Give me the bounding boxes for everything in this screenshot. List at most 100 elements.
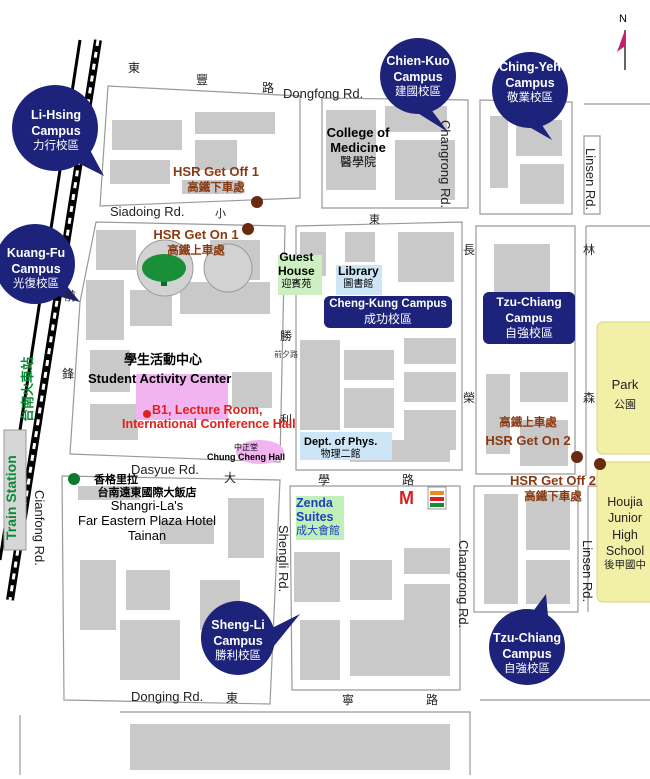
- donging-road-cn-1: 東: [226, 691, 239, 705]
- chung-cheng-hall-cn: 中正堂: [234, 443, 258, 452]
- compass-label: N: [619, 13, 627, 25]
- hotel-en1: Shangri-La's: [110, 498, 184, 514]
- hsr-get-off-1[interactable]: HSR Get Off 1 高鐵下車處: [166, 163, 266, 196]
- hsr-get-on-2[interactable]: 高鐵上車處 HSR Get On 2: [478, 416, 578, 449]
- small-road-cn: 東: [369, 214, 380, 226]
- hsr-get-off-2-cn: 高鐵下車處: [524, 490, 582, 503]
- tzu-chiang-campus-label: Tzu-Chiang Campus: [492, 631, 562, 661]
- siadoing-road-cn: 小: [215, 208, 226, 220]
- park-label: Park 公園: [597, 377, 650, 412]
- hsr-get-on-1-cn: 高鐵上車處: [167, 244, 225, 257]
- li-hsing-campus-label: Li-Hsing Campus: [31, 108, 81, 138]
- college-medicine-cn: 醫學院: [339, 154, 376, 169]
- ching-yeh-campus-bubble[interactable]: Ching-Yeh Campus 敬業校區: [492, 60, 568, 106]
- zenda-line1: Zenda: [296, 496, 333, 510]
- sheng-li-campus-bubble[interactable]: Sheng-Li Campus 勝利校區: [200, 618, 276, 664]
- ching-yeh-campus-cn: 敬業校區: [507, 92, 553, 105]
- dept-phys-en: Dept. of Phys.: [304, 436, 378, 448]
- activity-small-label: 前夕路: [274, 350, 298, 359]
- dongfong-road-cn-2: 豐: [196, 73, 209, 87]
- hotel-en3: Tainan: [127, 528, 167, 544]
- dongfong-road-cn-3: 路: [262, 81, 275, 95]
- guest-house-line1: Guest: [279, 250, 314, 264]
- hotel-cn1: 香格里拉: [94, 474, 138, 486]
- train-station-en: Train Station: [3, 455, 19, 540]
- hsr-get-on-2-label: HSR Get On 2: [485, 432, 571, 448]
- seven-eleven-icon: [427, 486, 447, 510]
- tzu-chiang-campus-cn: 自強校區: [504, 663, 550, 676]
- dept-phys-cn: 物理二館: [320, 448, 361, 460]
- svg-text:M: M: [399, 488, 414, 508]
- hsr-get-on-2-cn: 高鐵上車處: [499, 417, 557, 429]
- zenda-suites-label: Zenda Suites 成大會館: [296, 496, 340, 537]
- tzu-chiang-box-line1: Tzu-Chiang: [496, 295, 562, 309]
- houjia-line1: Houjia: [607, 495, 643, 509]
- hsr-get-off-1-label: HSR Get Off 1: [173, 164, 259, 179]
- dongfong-road-cn-1: 東: [128, 61, 141, 75]
- dasyue-road-cn-2: 學: [318, 473, 331, 487]
- shengli-road-cn-2: 利: [280, 413, 293, 427]
- linsen-road-cn-2: 森: [583, 391, 596, 405]
- dasyue-road-cn-1: 大: [224, 471, 237, 485]
- hsr-get-on-1-label: HSR Get On 1: [153, 227, 239, 242]
- north-arrow-icon: [617, 30, 626, 70]
- dasyue-road-label: Dasyue Rd.: [131, 462, 199, 477]
- houjia-school-label: Houjia Junior High School 後甲國中: [597, 494, 650, 573]
- park-en: Park: [611, 377, 639, 392]
- shengli-road-cn-1: 勝: [280, 329, 293, 343]
- donging-road-cn-3: 路: [426, 693, 439, 707]
- dongfong-road-label: Dongfong Rd.: [283, 86, 364, 101]
- linsen-road-north-label: Linsen Rd.: [583, 148, 598, 211]
- lecture-room-line1: B1, Lecture Room,: [152, 403, 263, 417]
- linsen-road-south-label: Linsen Rd.: [580, 540, 595, 603]
- chung-cheng-hall-label: 中正堂 Chung Cheng Hall: [207, 443, 285, 463]
- zenda-cn: 成大會館: [296, 524, 340, 537]
- kuang-fu-campus-bubble[interactable]: Kuang-Fu Campus 光復校區: [0, 246, 72, 292]
- tzu-chiang-box-line2: Campus: [505, 310, 553, 325]
- mcdonalds-icon: M: [398, 487, 418, 508]
- guest-house-cn: 迎賓苑: [281, 278, 312, 290]
- chien-kuo-campus-cn: 建國校區: [395, 86, 441, 99]
- changrong-road-cn-1: 長: [463, 243, 476, 257]
- library-en: Library: [338, 264, 379, 278]
- hsr-get-off-2[interactable]: HSR Get Off 2 高鐵下車處: [503, 472, 603, 505]
- tree-icon: [142, 254, 186, 286]
- cianfong-road-cn-1: 前: [64, 289, 77, 303]
- changrong-road-north-label: Changrong Rd.: [438, 120, 453, 209]
- hotel-cn2: 台南遠東國際大飯店: [97, 486, 197, 499]
- cheng-kung-campus-box[interactable]: Cheng-Kung Campus 成功校區: [324, 297, 452, 328]
- student-center-cn: 學生活動中心: [124, 353, 203, 368]
- college-medicine-label: College of Medicine 醫學院: [318, 125, 398, 170]
- library-label: Library 圖書館: [338, 264, 379, 290]
- kuang-fu-campus-label: Kuang-Fu Campus: [6, 246, 66, 276]
- tzu-chiang-campus-bubble[interactable]: Tzu-Chiang Campus 自強校區: [489, 631, 565, 677]
- cianfong-road-cn-2: 鋒: [62, 367, 75, 381]
- houjia-line2: Junior: [607, 511, 643, 526]
- train-station-cn: 台南火車站: [21, 356, 36, 422]
- siadoing-road-label: Siadoing Rd.: [110, 204, 185, 219]
- chien-kuo-campus-bubble[interactable]: Chien-Kuo Campus 建國校區: [380, 54, 456, 100]
- college-medicine-line2: Medicine: [330, 139, 386, 155]
- changrong-road-south-label: Changrong Rd.: [456, 540, 471, 629]
- donging-road-label: Donging Rd.: [131, 689, 204, 704]
- college-medicine-line1: College of: [326, 125, 390, 140]
- ching-yeh-campus-label: Ching-Yeh Campus: [499, 60, 561, 90]
- houjia-line3: High: [612, 527, 638, 542]
- li-hsing-campus-cn: 力行校區: [33, 140, 79, 153]
- hsr-get-off-1-cn: 高鐵下車處: [187, 181, 245, 194]
- changrong-road-cn-2: 榮: [463, 391, 476, 405]
- tzu-chiang-campus-box[interactable]: Tzu-Chiang Campus 自強校區: [483, 295, 575, 342]
- tzu-chiang-box-cn: 自強校區: [504, 326, 553, 341]
- student-center-label: Student Activity Center: [88, 371, 232, 386]
- li-hsing-campus-bubble[interactable]: Li-Hsing Campus 力行校區: [16, 108, 96, 154]
- shengli-road-label: Shengli Rd.: [276, 525, 291, 593]
- cheng-kung-campus-cn: 成功校區: [363, 311, 412, 326]
- donging-road-cn-2: 寧: [342, 693, 355, 707]
- hsr-get-on-1[interactable]: HSR Get On 1 高鐵上車處: [146, 226, 246, 259]
- dept-phys-label: Dept. of Phys. 物理二館: [304, 436, 377, 460]
- sheng-li-campus-cn: 勝利校區: [215, 650, 261, 663]
- library-cn: 圖書館: [343, 278, 374, 290]
- chung-cheng-hall-en: Chung Cheng Hall: [207, 452, 285, 463]
